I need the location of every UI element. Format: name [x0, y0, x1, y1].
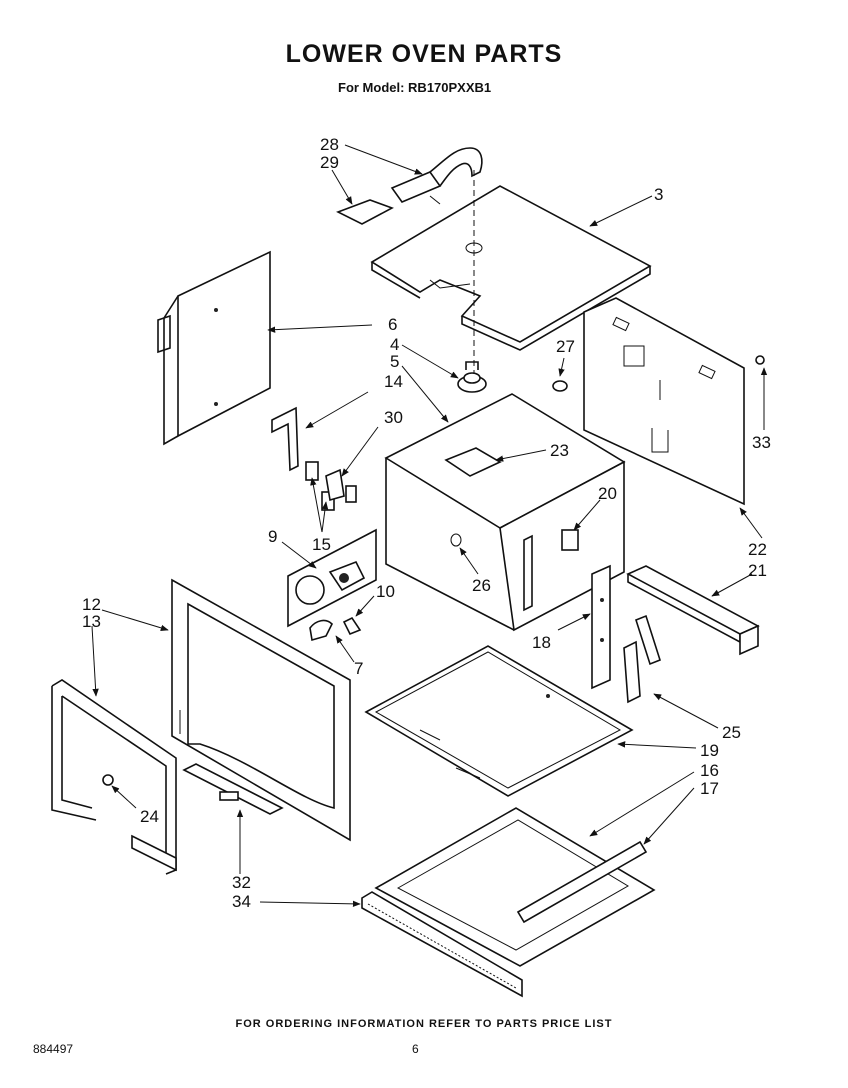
vent-duct-part [336, 147, 483, 225]
callout-28: 28 [320, 135, 339, 154]
page-title: LOWER OVEN PARTS [285, 40, 563, 68]
oven-bottom-part [364, 645, 634, 797]
callout-10: 10 [376, 582, 395, 601]
page-number: 6 [412, 1042, 419, 1056]
hinge-part [623, 614, 661, 704]
callout-9: 9 [268, 527, 277, 546]
callout-27: 27 [556, 337, 575, 356]
callout-23: 23 [550, 441, 569, 460]
ordering-note: FOR ORDERING INFORMATION REFER TO PARTS … [235, 1018, 613, 1030]
callout-17: 17 [700, 779, 719, 798]
callout-4: 4 [390, 335, 399, 354]
callout-33: 33 [752, 433, 771, 452]
plug-part [552, 380, 568, 392]
drawer-panel-part [374, 807, 656, 967]
callout-15: 15 [312, 535, 331, 554]
leader-lines [91, 144, 768, 908]
callout-18: 18 [532, 633, 551, 652]
callout-3: 3 [654, 185, 663, 204]
callout-12: 12 [82, 595, 101, 614]
light-assembly-part [287, 528, 377, 642]
callout-13: 13 [82, 612, 101, 631]
callout-6: 6 [388, 315, 397, 334]
callout-24: 24 [140, 807, 159, 826]
top-panel-part [370, 170, 652, 380]
side-bracket-part [591, 564, 611, 690]
callout-20: 20 [598, 484, 617, 503]
callout-34: 34 [232, 892, 251, 911]
rail-part [626, 565, 760, 656]
kick-plate-part [361, 891, 523, 998]
callout-14: 14 [384, 372, 403, 391]
left-side-panel-part [157, 250, 271, 446]
callout-labels: 28 29 3 6 4 5 27 14 30 33 23 20 9 15 22 … [82, 135, 771, 911]
rear-panel-part [583, 297, 765, 506]
callout-5: 5 [390, 352, 399, 371]
callout-22: 22 [748, 540, 767, 559]
brackets-part [271, 406, 357, 511]
callout-19: 19 [700, 741, 719, 760]
handle-trim-part [182, 763, 284, 815]
door-frame-part [171, 578, 351, 842]
callout-29: 29 [320, 153, 339, 172]
callout-21: 21 [748, 561, 767, 580]
callout-26: 26 [472, 576, 491, 595]
model-subtitle: For Model: RB170PXXB1 [338, 80, 492, 95]
callout-25: 25 [722, 723, 741, 742]
document-number: 884497 [33, 1042, 74, 1056]
callout-7: 7 [354, 659, 363, 678]
door-gasket-part [51, 679, 177, 875]
callout-16: 16 [700, 761, 719, 780]
callout-30: 30 [384, 408, 403, 427]
callout-32: 32 [232, 873, 251, 892]
